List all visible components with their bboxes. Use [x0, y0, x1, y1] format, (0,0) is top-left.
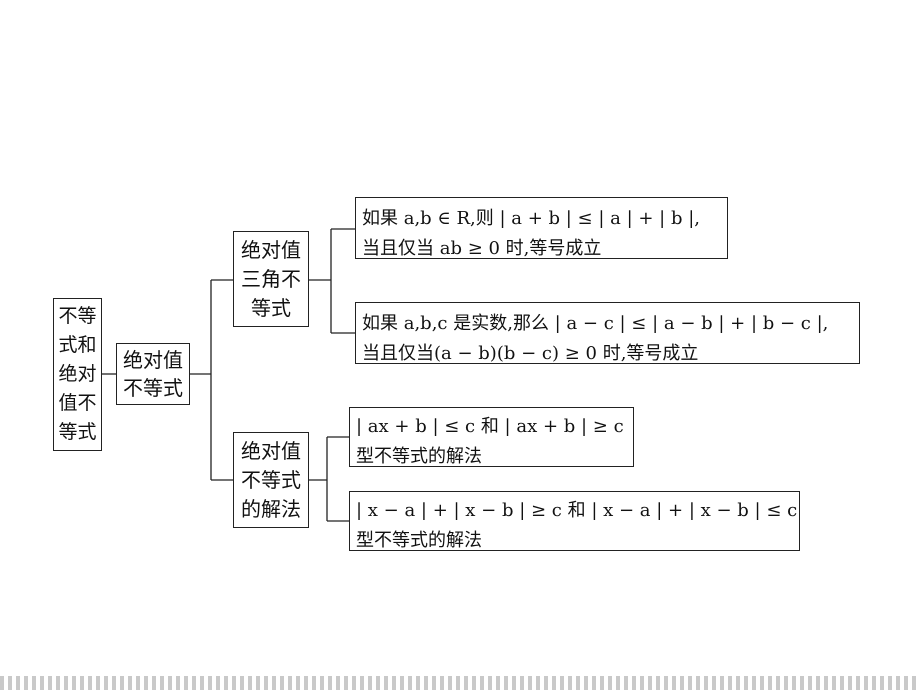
- root-line: 值不: [58, 392, 97, 414]
- middle-node: 绝对值 不等式: [116, 343, 190, 405]
- root-line: 等式: [58, 421, 97, 443]
- triangle-inequality-node: 绝对值 三角不 等式: [233, 231, 309, 327]
- solving-line: 不等式: [241, 467, 301, 492]
- leaf-text-line: 当且仅当(a − b)(b − c) ≥ 0 时,等号成立: [362, 343, 699, 364]
- leaf-text-line: | ax + b | ≤ c 和 | ax + b | ≥ c: [356, 416, 624, 437]
- leaf-text-line: 当且仅当 ab ≥ 0 时,等号成立: [362, 238, 602, 259]
- leaf-triangle-three-terms: 如果 a,b,c 是实数,那么 | a − c | ≤ | a − b | + …: [355, 302, 860, 364]
- middle-line: 不等式: [123, 376, 183, 400]
- solving-line: 绝对值: [241, 438, 301, 463]
- triangle-line: 绝对值: [241, 237, 301, 262]
- decorative-bottom-border: [0, 676, 920, 690]
- leaf-text-line: 如果 a,b,c 是实数,那么 | a − c | ≤ | a − b | + …: [362, 313, 829, 334]
- leaf-text-line: | x − a | + | x − b | ≥ c 和 | x − a | + …: [356, 500, 798, 521]
- leaf-solving-linear: | ax + b | ≤ c 和 | ax + b | ≥ c 型不等式的解法: [349, 407, 634, 467]
- triangle-line: 等式: [251, 295, 291, 320]
- root-line: 绝对: [58, 363, 97, 385]
- triangle-line: 三角不: [241, 266, 301, 291]
- root-node: 不等 式和 绝对 值不 等式: [53, 298, 102, 451]
- root-line: 式和: [58, 334, 97, 356]
- leaf-text-line: 型不等式的解法: [356, 530, 482, 551]
- leaf-text-line: 如果 a,b ∈ R,则 | a + b | ≤ | a | + | b |,: [362, 208, 700, 229]
- root-line: 不等: [58, 305, 97, 327]
- leaf-text-line: 型不等式的解法: [356, 446, 482, 467]
- solving-methods-node: 绝对值 不等式 的解法: [233, 432, 309, 528]
- middle-line: 绝对值: [123, 348, 183, 372]
- solving-line: 的解法: [241, 496, 301, 521]
- leaf-triangle-two-terms: 如果 a,b ∈ R,则 | a + b | ≤ | a | + | b |, …: [355, 197, 728, 259]
- leaf-solving-two-abs: | x − a | + | x − b | ≥ c 和 | x − a | + …: [349, 491, 800, 551]
